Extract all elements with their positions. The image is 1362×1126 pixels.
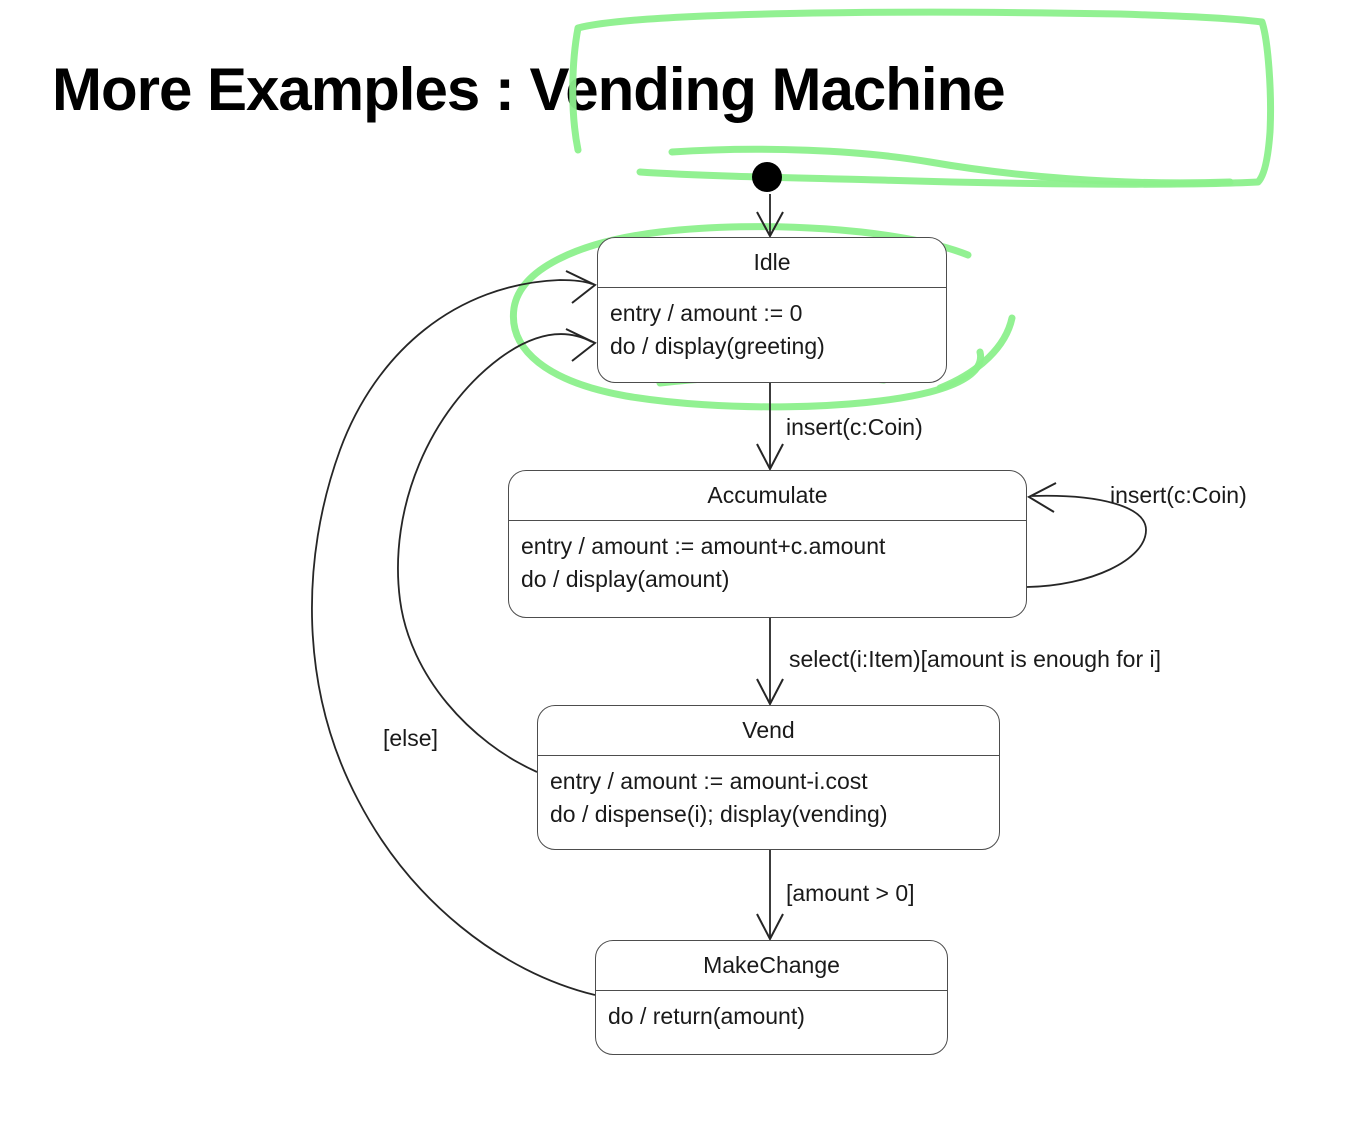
state-accumulate-action-do: do / display(amount) [521, 565, 730, 592]
state-accumulate-name: Accumulate [707, 482, 828, 508]
transition-vend-to-makechange [756, 850, 784, 942]
transition-accumulate-self-loop [1026, 482, 1147, 588]
state-makechange-action-do: do / return(amount) [608, 1003, 805, 1029]
transition-label-accumulate-to-vend: select(i:Item)[amount is enough for i] [789, 646, 1161, 672]
transition-idle-to-accumulate [756, 383, 784, 472]
transition-label-idle-to-accumulate: insert(c:Coin) [786, 414, 923, 440]
state-makechange-divider [596, 990, 947, 991]
state-idle-actions: entry / amount := 0 do / display(greetin… [598, 288, 946, 370]
state-idle-name: Idle [753, 249, 791, 275]
state-vend[interactable]: Vend entry / amount := amount-i.cost do … [537, 705, 1000, 850]
state-vend-divider [538, 755, 999, 756]
state-makechange[interactable]: MakeChange do / return(amount) [595, 940, 948, 1055]
state-vend-action-do: do / dispense(i); display(vending) [550, 800, 888, 827]
page-title: More Examples : Vending Machine [52, 56, 1006, 123]
state-makechange-actions: do / return(amount) [596, 991, 947, 1041]
state-idle-divider [598, 287, 946, 288]
state-idle-action-entry: entry / amount := 0 [610, 300, 803, 326]
state-accumulate[interactable]: Accumulate entry / amount := amount+c.am… [508, 470, 1027, 618]
transition-vend-to-idle [397, 328, 597, 773]
state-idle[interactable]: Idle entry / amount := 0 do / display(gr… [597, 237, 947, 383]
state-vend-name: Vend [742, 717, 795, 743]
highlighter-title-box [569, 8, 1275, 188]
transition-label-vend-to-makechange: [amount > 0] [786, 880, 915, 906]
transition-label-accumulate-self-loop: insert(c:Coin) [1110, 482, 1247, 508]
state-accumulate-actions: entry / amount := amount+c.amount do / d… [509, 521, 1026, 603]
transition-accumulate-to-vend [756, 618, 784, 707]
state-idle-action-do: do / display(greeting) [610, 332, 825, 359]
state-accumulate-divider [509, 520, 1026, 521]
state-vend-action-entry: entry / amount := amount-i.cost [550, 768, 868, 794]
state-makechange-name: MakeChange [703, 952, 840, 978]
transition-makechange-to-idle [311, 270, 597, 996]
initial-state-dot [752, 162, 782, 192]
transition-initial-to-idle [756, 194, 784, 239]
state-vend-actions: entry / amount := amount-i.cost do / dis… [538, 756, 999, 838]
state-accumulate-action-entry: entry / amount := amount+c.amount [521, 533, 886, 559]
transition-label-vend-to-idle: [else] [383, 725, 438, 751]
